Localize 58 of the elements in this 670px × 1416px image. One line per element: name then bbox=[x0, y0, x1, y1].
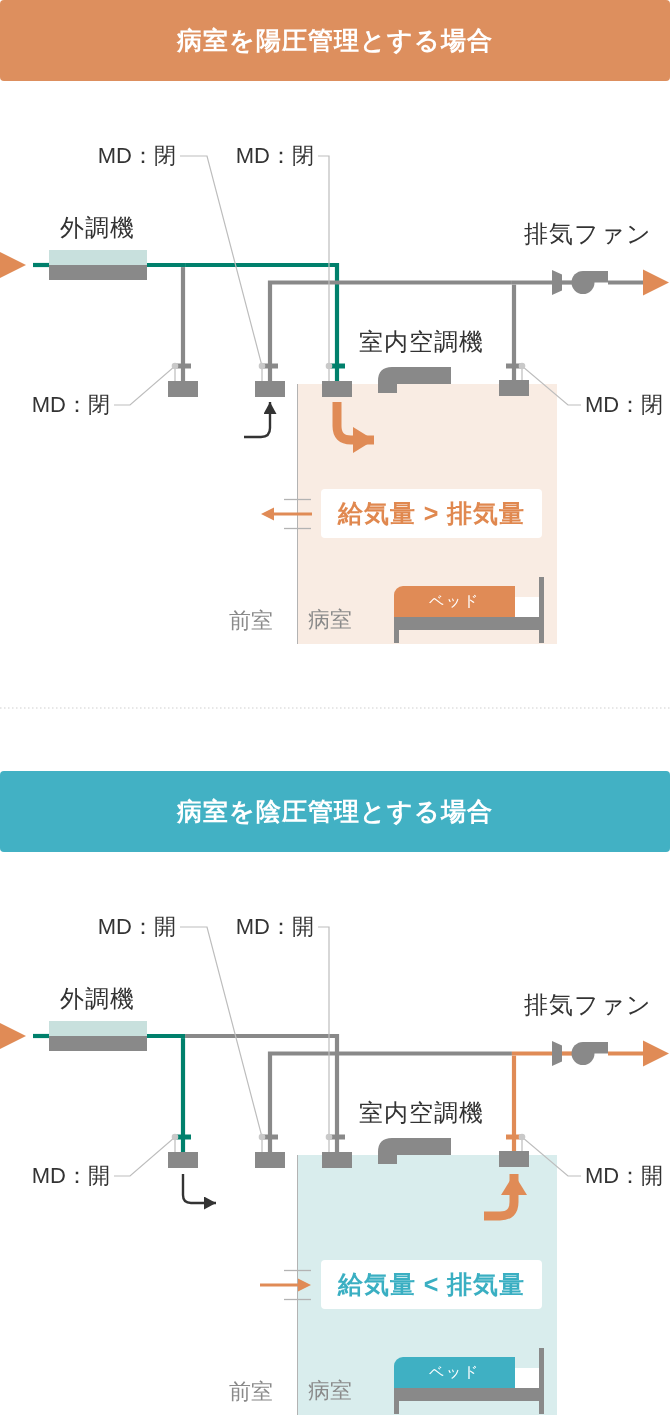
equipment-label: 外調機 bbox=[59, 213, 135, 243]
damper-label: MD：閉 bbox=[585, 391, 664, 419]
damper-label: MD：開 bbox=[585, 1162, 664, 1190]
equipment-label: 外調機 bbox=[59, 984, 135, 1014]
duct-line bbox=[185, 262, 340, 381]
diffuser-icon bbox=[168, 1152, 198, 1168]
duct-line bbox=[511, 1051, 552, 1056]
duct-line bbox=[608, 1040, 669, 1067]
comparison-box: 給気量 < 排気量 bbox=[321, 1260, 542, 1309]
duct-line bbox=[180, 265, 186, 381]
diffuser-icon bbox=[168, 381, 198, 397]
duct-line bbox=[147, 1033, 186, 1039]
damper-label: MD：開 bbox=[235, 913, 314, 941]
diffuser-icon bbox=[322, 381, 352, 397]
diffuser-icon bbox=[255, 381, 285, 397]
heading-band: 病室を陰圧管理とする場合 bbox=[0, 771, 670, 852]
airflow-arrow bbox=[181, 1174, 216, 1210]
duct-line bbox=[511, 1053, 517, 1151]
duct-line bbox=[0, 252, 49, 278]
comparison-box: 給気量 > 排気量 bbox=[321, 489, 542, 538]
leader-line bbox=[317, 155, 330, 382]
equipment-label: 排気ファン bbox=[524, 219, 652, 249]
equipment-label: 排気ファン bbox=[524, 990, 652, 1020]
room-area bbox=[297, 1155, 557, 1415]
airflow-arrow bbox=[484, 1174, 527, 1221]
leader-line bbox=[179, 926, 263, 1153]
damper-label: MD：開 bbox=[97, 913, 176, 941]
duct-line bbox=[608, 269, 669, 296]
leader-line bbox=[179, 155, 263, 382]
diffuser-icon bbox=[255, 1152, 285, 1168]
duct-line bbox=[511, 282, 517, 380]
duct-line bbox=[267, 1051, 512, 1152]
room-label: 病室 bbox=[308, 606, 352, 634]
duct-line bbox=[147, 262, 186, 268]
heading-band: 病室を陽圧管理とする場合 bbox=[0, 0, 670, 81]
airflow-arrow bbox=[332, 402, 374, 453]
room-label: 前室 bbox=[229, 607, 273, 635]
airflow-arrow bbox=[244, 402, 277, 439]
bed-mattress: ベッド bbox=[394, 586, 515, 617]
diffuser-icon bbox=[499, 1151, 529, 1167]
equipment-label: 室内空調機 bbox=[358, 1098, 484, 1128]
damper-label: MD：閉 bbox=[31, 391, 110, 419]
damper-label: MD：開 bbox=[31, 1162, 110, 1190]
duct-line bbox=[0, 1023, 49, 1049]
duct-line bbox=[180, 1036, 186, 1152]
room-label: 病室 bbox=[308, 1377, 352, 1405]
equipment-label: 室内空調機 bbox=[358, 327, 484, 357]
room-label: 前室 bbox=[229, 1378, 273, 1406]
damper-label: MD：閉 bbox=[235, 142, 314, 170]
diffuser-icon bbox=[499, 380, 529, 396]
damper-label: MD：閉 bbox=[97, 142, 176, 170]
diffuser-icon bbox=[322, 1152, 352, 1168]
leader-line bbox=[317, 926, 330, 1153]
room-area bbox=[297, 384, 557, 644]
bed-mattress: ベッド bbox=[394, 1357, 515, 1388]
duct-line bbox=[267, 280, 512, 381]
duct-line bbox=[185, 1033, 340, 1152]
duct-line bbox=[511, 280, 552, 285]
